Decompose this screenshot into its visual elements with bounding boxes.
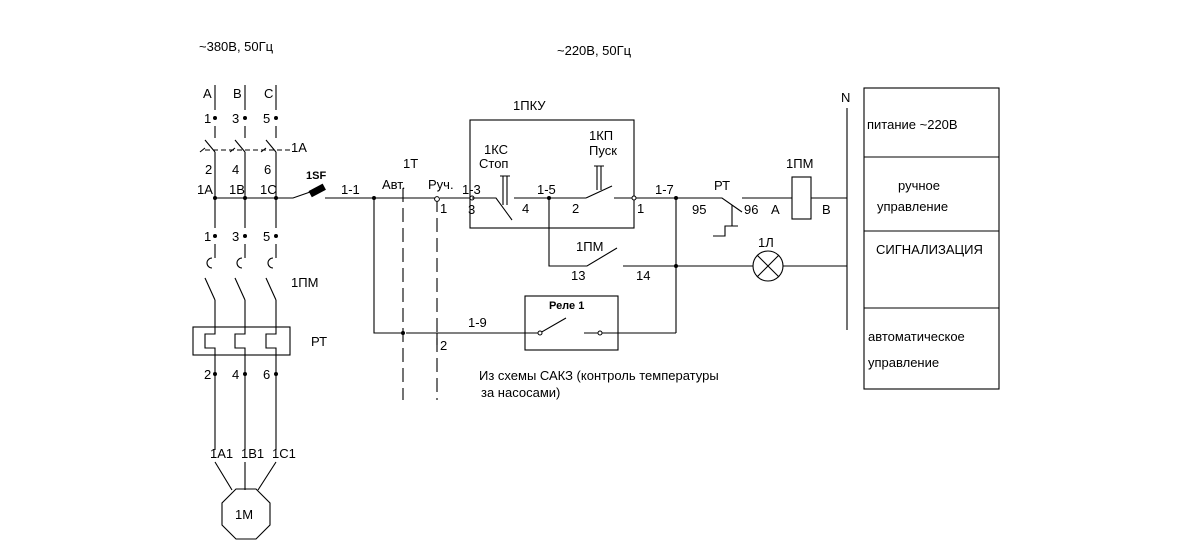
- note-line-1: Из схемы САКЗ (контроль температуры: [479, 368, 719, 383]
- wire-1-5-label: 1-5: [537, 182, 556, 197]
- top-term-3: 3: [232, 111, 239, 126]
- fuse-label: 1SF: [306, 170, 326, 182]
- start-label: 1КП: [589, 128, 613, 143]
- legend-auto-1: автоматическое: [868, 329, 965, 344]
- lamp-label: 1Л: [758, 235, 774, 250]
- bus-term-1c: 1C: [260, 182, 277, 197]
- supply-control-label: ~220В, 50Гц: [557, 43, 632, 58]
- relay-1-label: Реле 1: [549, 300, 584, 312]
- contactor-in-1: 1: [204, 229, 211, 244]
- relay-out-6: 6: [263, 367, 270, 382]
- phase-conductors: [192, 85, 291, 491]
- breaker-label: 1A: [291, 140, 307, 155]
- phase-labels: A B C: [203, 86, 273, 101]
- note-line-2: за насосами): [481, 385, 560, 400]
- start-text: Пуск: [589, 143, 617, 158]
- relay-1-block: [524, 295, 619, 351]
- contactor-in-3: 3: [232, 229, 239, 244]
- bus-term-1a: 1A: [197, 182, 213, 197]
- motor-term-1c1: 1C1: [272, 446, 296, 461]
- stop-text: Стоп: [479, 156, 508, 171]
- legend-signal: СИГНАЛИЗАЦИЯ: [876, 242, 983, 257]
- switch-auto-label: Авт.: [382, 177, 405, 192]
- switch-pos-1: 1: [440, 201, 447, 216]
- breaker-out-4: 4: [232, 162, 239, 177]
- bus-term-1b: 1B: [229, 182, 245, 197]
- phase-a-label: A: [203, 86, 212, 101]
- signal-lamp-1l: [752, 250, 784, 282]
- top-term-1: 1: [204, 111, 211, 126]
- coil-b-label: B: [822, 202, 831, 217]
- aux-14-label: 14: [636, 268, 650, 283]
- term-2-label: 2: [572, 201, 579, 216]
- wire-1-7-label: 1-7: [655, 182, 674, 197]
- coil-label: 1ПМ: [786, 156, 813, 171]
- phase-c-label: C: [264, 86, 273, 101]
- supply-3phase-label: ~380В, 50Гц: [199, 39, 274, 54]
- legend-manual-2: управление: [877, 199, 948, 214]
- relay-out-4: 4: [232, 367, 239, 382]
- start-button-1kp: [585, 165, 676, 199]
- fuse-1sf: [215, 183, 326, 199]
- term-1-label: 1: [637, 201, 644, 216]
- breaker-out-6: 6: [264, 162, 271, 177]
- thermal-contact-rt: [676, 197, 792, 237]
- switch-label: 1Т: [403, 156, 418, 171]
- legend-manual-1: ручное: [898, 178, 940, 193]
- legend-table: [863, 87, 1000, 390]
- aux-13-label: 13: [571, 268, 585, 283]
- neutral-label: N: [841, 90, 850, 105]
- thermal-96: 96: [744, 202, 758, 217]
- switch-pos-2: 2: [440, 338, 447, 353]
- wire-1-1-label: 1-1: [341, 182, 360, 197]
- thermal-relay-label: РТ: [311, 334, 327, 349]
- motor-term-1a1: 1A1: [210, 446, 233, 461]
- relay-out-2: 2: [204, 367, 211, 382]
- control-block-label: 1ПКУ: [513, 98, 546, 113]
- contactor-label: 1ПМ: [291, 275, 318, 290]
- coil-a-label: A: [771, 202, 780, 217]
- term-4-label: 4: [522, 201, 529, 216]
- top-term-5: 5: [263, 111, 270, 126]
- legend-supply: питание ~220В: [867, 117, 958, 132]
- aux-label: 1ПМ: [576, 239, 603, 254]
- phase-b-label: B: [233, 86, 242, 101]
- term-3-label: 3: [468, 202, 475, 217]
- wire-1-9-label: 1-9: [468, 315, 487, 330]
- motor-label: 1М: [235, 507, 253, 522]
- contactor-in-5: 5: [263, 229, 270, 244]
- switch-manual-label: Руч.: [428, 177, 454, 192]
- breaker-out-2: 2: [205, 162, 212, 177]
- power-terminal-dots: [213, 116, 278, 376]
- stop-button-1ks: [472, 175, 513, 221]
- thermal-label: РТ: [714, 178, 730, 193]
- motor-symbol: [221, 488, 271, 540]
- coil-1pm: [791, 176, 812, 220]
- legend-auto-2: управление: [868, 355, 939, 370]
- thermal-95: 95: [692, 202, 706, 217]
- motor-term-1b1: 1B1: [241, 446, 264, 461]
- control-block-1pku: [469, 119, 635, 229]
- stop-label: 1КС: [484, 142, 508, 157]
- wire-1-3-label: 1-3: [462, 182, 481, 197]
